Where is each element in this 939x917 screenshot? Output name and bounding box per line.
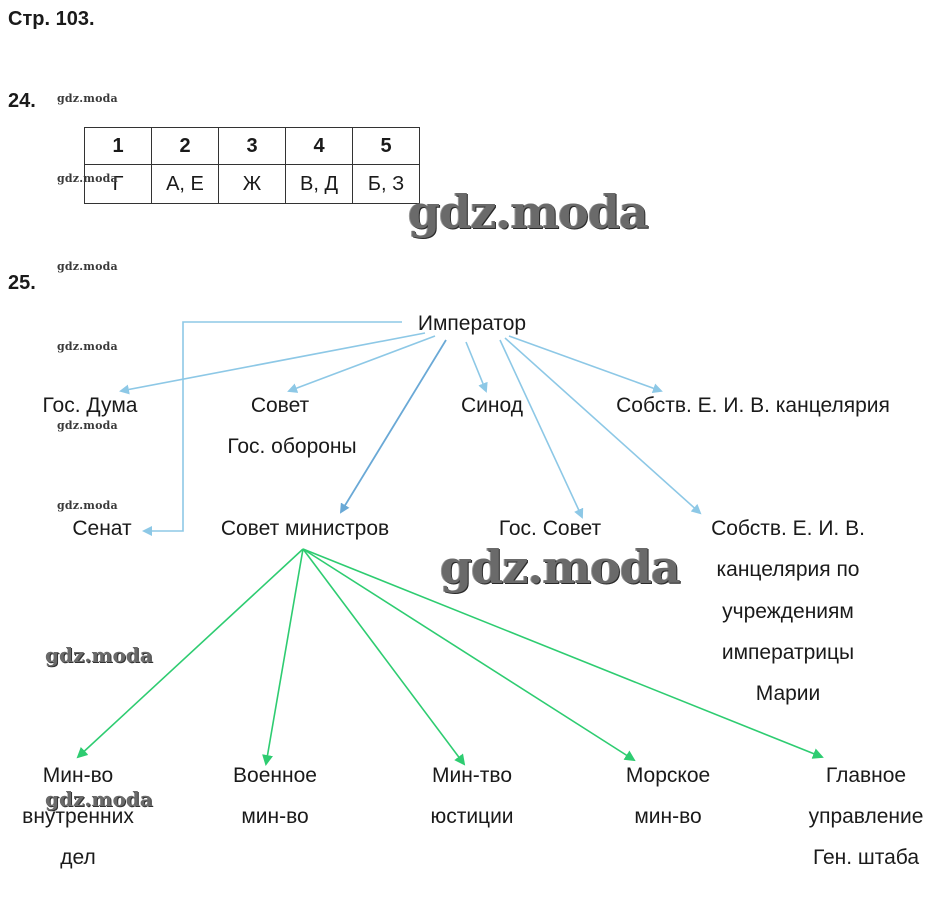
node-chancellery: Собств. Е. И. В. канцелярия — [616, 394, 890, 417]
node-min-interior-2: внутренних — [22, 805, 134, 828]
arrow-council-war — [262, 548, 304, 766]
watermark-large: gdz.moda — [408, 185, 649, 239]
arrow-council-interior — [76, 548, 304, 759]
arrow-emperor-chancellery — [508, 335, 663, 393]
task-25-number: 25. — [8, 272, 36, 294]
table-answer-row: Г А, Е Ж В, Д Б, З — [84, 164, 420, 204]
node-min-justice-1: Мин-тво — [431, 764, 513, 787]
node-min-navy-1: Морское — [625, 764, 711, 787]
arrow-emperor-chancellery-maria — [504, 337, 702, 515]
node-general-staff-3: Ген. штаба — [812, 846, 920, 869]
watermark-small: gdz.moda — [57, 340, 118, 353]
node-chancellery-maria-2: канцелярия по — [716, 558, 860, 581]
watermark-small: gdz.moda — [57, 92, 118, 105]
node-chancellery-maria-3: учреждениям — [722, 600, 854, 623]
watermark-medium: gdz.moda — [45, 787, 153, 811]
watermark-large: gdz.moda — [440, 540, 681, 594]
answer-table: 1 2 3 4 5 Г А, Е Ж В, Д Б, З — [84, 127, 420, 204]
arrow-emperor-duma — [119, 332, 426, 395]
node-min-interior-3: дел — [60, 846, 96, 869]
table-answer-cell: А, Е — [151, 164, 219, 204]
watermark-small: gdz.moda — [57, 172, 118, 185]
node-min-justice-2: юстиции — [430, 805, 514, 828]
arrow-emperor-gossovet — [499, 339, 584, 519]
node-council-ministers: Совет министров — [220, 517, 390, 540]
arrow-council-staff — [302, 548, 824, 759]
watermark-medium: gdz.moda — [45, 643, 153, 667]
arrow-emperor-council — [339, 339, 447, 514]
node-gos-duma: Гос. Дума — [42, 394, 138, 417]
node-min-war-2: мин-во — [241, 805, 309, 828]
node-general-staff-1: Главное — [825, 764, 907, 787]
node-gos-sovet: Гос. Совет — [498, 517, 602, 540]
node-sinod: Синод — [461, 394, 523, 417]
page-title: Стр. 103. — [8, 8, 95, 30]
table-header-row: 1 2 3 4 5 — [84, 127, 420, 165]
node-general-staff-2: управление — [808, 805, 924, 828]
node-chancellery-maria-1: Собств. Е. И. В. — [711, 517, 865, 540]
node-emperor: Император — [417, 312, 527, 335]
watermark-small: gdz.moda — [57, 419, 118, 432]
node-min-navy-2: мин-во — [634, 805, 702, 828]
arrow-emperor-sinod — [465, 341, 488, 393]
watermark-small: gdz.moda — [57, 260, 118, 273]
watermark-small: gdz.moda — [57, 499, 118, 512]
node-sovet-line1: Совет — [250, 394, 310, 417]
arrow-council-justice — [302, 548, 466, 766]
node-senat: Сенат — [72, 517, 132, 540]
arrow-emperor-senat — [142, 321, 402, 536]
node-min-interior-1: Мин-во — [42, 764, 114, 787]
node-chancellery-maria-4: императрицы — [721, 641, 855, 664]
table-answer-cell: Б, З — [352, 164, 420, 204]
table-answer-cell: В, Д — [285, 164, 353, 204]
node-sovet-line2: Гос. обороны — [227, 435, 357, 458]
node-min-war-1: Военное — [233, 764, 317, 787]
table-answer-cell: Ж — [218, 164, 286, 204]
arrow-emperor-sovet — [287, 335, 436, 393]
node-chancellery-maria-5: Марии — [755, 682, 821, 705]
table-header-cell: 4 — [285, 127, 353, 165]
arrow-council-navy — [302, 548, 636, 762]
task-24-number: 24. — [8, 90, 36, 112]
